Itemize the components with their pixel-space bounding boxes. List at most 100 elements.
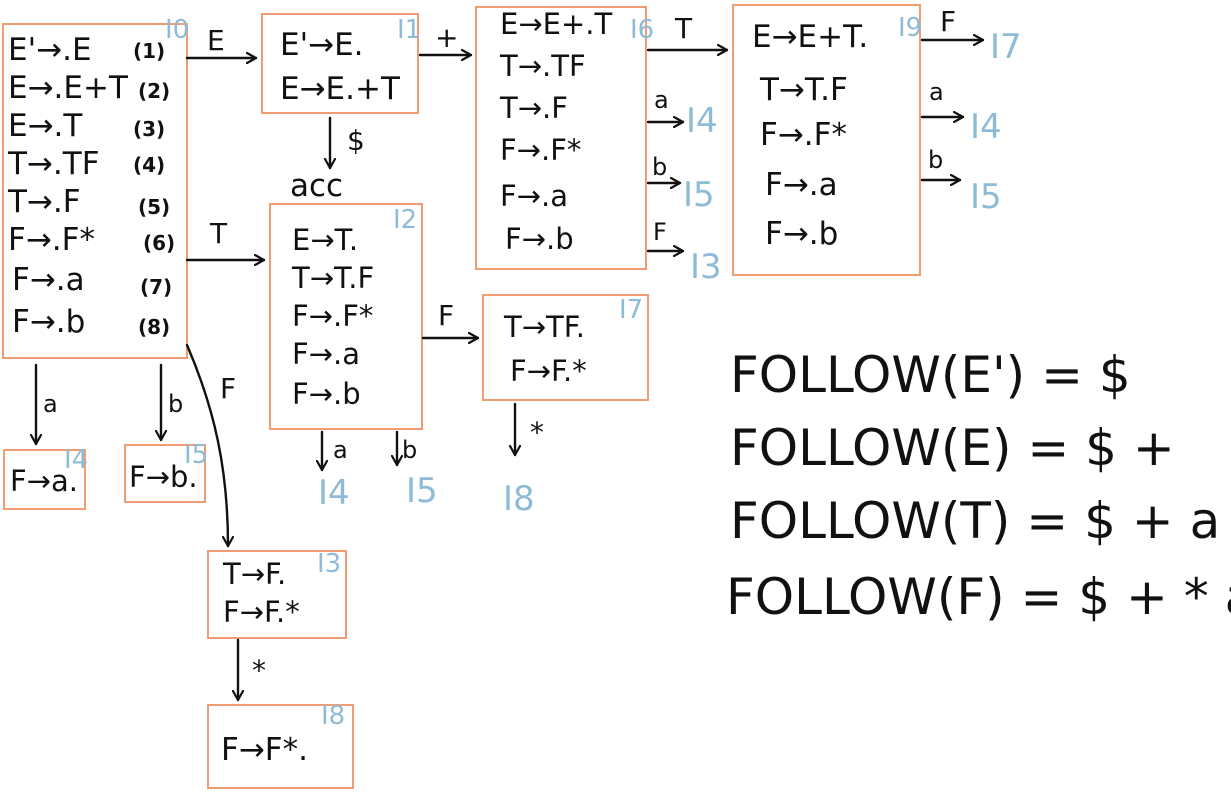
transition-i1-dollar: $ (330, 116, 365, 170)
item: T→TF. (503, 310, 585, 344)
state-i6-box (475, 6, 647, 270)
target-tag: I4 (686, 101, 718, 141)
accept-label: acc (290, 168, 343, 204)
state-i0-box (2, 23, 188, 359)
edge-label: b (402, 436, 417, 464)
item: F→F.* (510, 354, 587, 388)
edge-label: F (940, 5, 956, 38)
edge-label: + (435, 21, 458, 54)
edge-label: $ (347, 124, 365, 157)
edge-label: a (333, 436, 348, 464)
follow-set: FOLLOW(E) = $ + (730, 419, 1175, 477)
item: E'→E. (280, 27, 364, 63)
edge-label: * (252, 654, 266, 687)
target-tag: I5 (970, 177, 1002, 217)
edge-label: b (928, 146, 943, 174)
item: F→.F* (760, 117, 847, 153)
target-tag: I5 (683, 175, 715, 215)
state-i9: I9 E→E+T. T→T.F F→.F* F→.a F→.b (732, 4, 922, 276)
transition-i0-b: b (161, 363, 183, 442)
state-i8-tag: I8 (321, 701, 345, 731)
state-i4: I4 F→a. (3, 445, 88, 510)
follow-set: FOLLOW(F) = $ + * a b (726, 568, 1231, 626)
state-i7: I7 T→TF. F→F.* (482, 294, 649, 401)
item: F→F*. (221, 732, 308, 768)
edge-label: a (43, 390, 58, 418)
state-i5-box (124, 444, 206, 503)
edge-label: b (652, 153, 667, 181)
transition-i9-b: b I5 (920, 146, 1002, 217)
item: F→.a (292, 337, 360, 371)
state-i1: I1 E'→E. E→E.+T (261, 13, 421, 114)
state-i9-box (732, 4, 921, 276)
state-i2-tag: I2 (393, 205, 417, 235)
item: E→E.+T (280, 71, 401, 107)
state-i7-box (482, 294, 649, 401)
item: E→.T (8, 108, 83, 144)
item: F→.a (12, 262, 85, 298)
state-i7-tag: I7 (619, 295, 643, 325)
item: E'→.E (8, 32, 92, 68)
transition-i0-f: F (185, 343, 236, 548)
item: T→T.F (759, 72, 848, 108)
transition-i2-a: a I4 (318, 430, 350, 513)
item: E→T. (292, 223, 358, 257)
item: F→b. (129, 460, 198, 494)
state-i6-tag: I6 (630, 15, 654, 45)
item: F→.b (12, 304, 85, 340)
transition-i2-b: b I5 (397, 430, 438, 511)
item: F→a. (10, 464, 78, 498)
edge-label: T (674, 12, 693, 45)
transition-i7-star: * I8 (503, 402, 544, 519)
target-tag: I8 (503, 479, 535, 519)
target-tag: I7 (990, 27, 1022, 67)
edge-label: E (207, 24, 225, 57)
item: F→.b (765, 216, 838, 252)
item: F→.F* (500, 133, 581, 167)
production-number: (5) (138, 195, 170, 219)
state-i2-box (269, 203, 423, 430)
production-number: (6) (143, 231, 175, 255)
target-tag: I4 (970, 107, 1002, 147)
target-tag: I5 (406, 471, 438, 511)
item: F→.F* (8, 222, 95, 258)
edge-label: F (438, 299, 454, 332)
production-number: (3) (133, 117, 165, 141)
transition-i9-f: F I7 (920, 5, 1022, 67)
follow-sets: FOLLOW(E') = $ FOLLOW(E) = $ + FOLLOW(T)… (726, 346, 1231, 626)
state-i6: I6 E→E+.T T→.TF T→.F F→.F* F→.a F→.b (475, 6, 654, 270)
production-number: (7) (140, 275, 172, 299)
state-i1-box (261, 13, 419, 114)
item: F→.a (500, 179, 568, 213)
transition-i1-plus: + (418, 21, 473, 55)
state-i4-box (3, 449, 86, 510)
transition-i0-t: T (185, 217, 266, 260)
item: F→.a (765, 167, 838, 203)
target-tag: I4 (318, 473, 350, 513)
state-i8: I8 F→F*. (207, 701, 354, 789)
production-number: (8) (138, 315, 170, 339)
edge-label: T (209, 217, 228, 250)
state-i1-tag: I1 (397, 15, 421, 45)
production-number: (1) (133, 39, 165, 63)
transition-i0-a: a (36, 363, 58, 446)
item: E→E+T. (752, 19, 868, 55)
edge-label: F (653, 218, 667, 246)
transition-i6-b: b I5 (646, 153, 715, 215)
item: T→.F (7, 184, 81, 220)
production-number: (4) (133, 153, 165, 177)
state-i5-tag: I5 (184, 440, 208, 470)
item: F→.F* (292, 299, 373, 333)
item: E→.E+T (8, 70, 129, 106)
item: T→.F (499, 91, 568, 125)
state-i4-tag: I4 (64, 445, 88, 475)
item: F→.b (505, 222, 574, 256)
state-i0: I0 E'→.E E→.E+T E→.T T→.TF T→.F F→.F* F→… (2, 15, 189, 359)
state-i9-tag: I9 (898, 13, 922, 43)
item: F→.b (292, 377, 361, 411)
edge-label: b (168, 390, 183, 418)
state-i5: I5 F→b. (124, 440, 208, 503)
state-i0-tag: I0 (165, 15, 189, 45)
item: E→E+.T (500, 7, 612, 41)
